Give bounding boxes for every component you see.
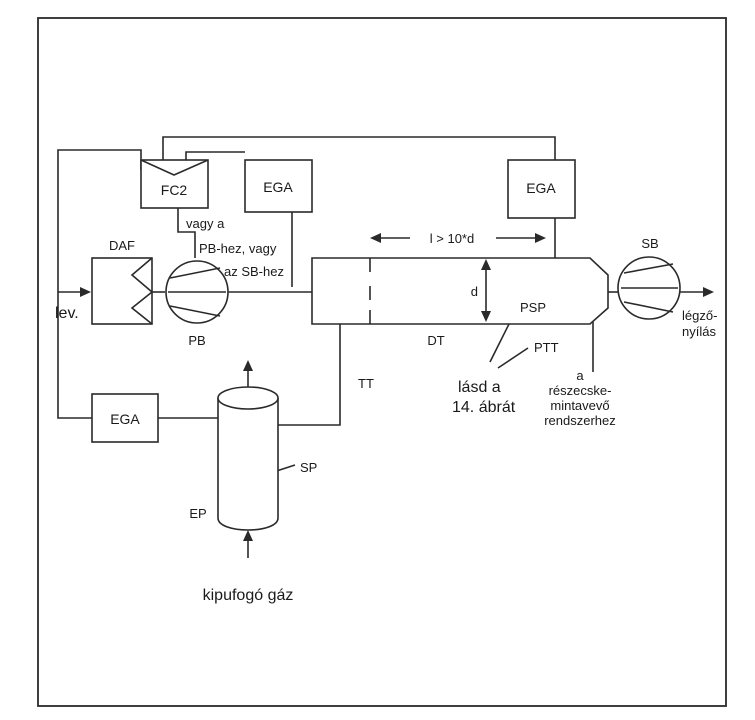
sb-label: SB — [641, 236, 658, 251]
reszecske-line3: mintavevő — [550, 398, 609, 413]
tt-label: TT — [358, 376, 374, 391]
lev-label: lev. — [55, 305, 79, 322]
lev-inlet-arrowhead — [80, 287, 91, 297]
dt-label: DT — [427, 333, 444, 348]
legzo-line1: légző- — [682, 308, 717, 323]
legzo-line2: nyílás — [682, 324, 716, 339]
kipufogo-label: kipufogó gáz — [203, 587, 294, 604]
fc2-to-pb-line — [177, 208, 196, 258]
reszecske-line2: részecske- — [549, 383, 612, 398]
pb-pump — [165, 260, 229, 324]
ep-outlet-arrowhead — [243, 360, 253, 371]
reszecske-line1: a — [576, 368, 584, 383]
fc2-to-ega-line — [185, 151, 245, 160]
dilution-tunnel — [311, 257, 609, 325]
sb-pump — [617, 256, 681, 320]
pb-label: PB — [188, 333, 205, 348]
ega-top-right-box — [507, 159, 576, 219]
sb-outlet-arrowhead — [703, 287, 714, 297]
length-arrow-right — [535, 233, 546, 243]
daf-filter — [91, 257, 154, 325]
ega-top-left-label: EGA — [263, 179, 293, 195]
length-note: l > 10*d — [430, 231, 474, 246]
lasd-line2: 14. ábrát — [452, 399, 516, 416]
d-label: d — [471, 284, 478, 299]
ptt-label: PTT — [534, 340, 559, 355]
reszecske-line4: rendszerhez — [544, 413, 616, 428]
d-arrow-top — [481, 259, 491, 270]
ega-bottom-box — [91, 393, 159, 443]
left-loop-line — [57, 149, 142, 419]
daf-label: DAF — [109, 238, 135, 253]
ep-exhaust-pipe — [217, 386, 279, 531]
d-arrow-bottom — [481, 311, 491, 322]
ega-bottom-label: EGA — [110, 411, 140, 427]
fc2-block — [140, 159, 209, 209]
ep-inlet-arrowhead — [243, 530, 253, 541]
vagy-a-line2: PB-hez, vagy — [199, 241, 277, 256]
length-arrow-left — [370, 233, 381, 243]
ega-top-right-label: EGA — [526, 180, 556, 196]
sp-label: SP — [300, 460, 317, 475]
top-connection-line — [162, 136, 556, 160]
ega-top-left-box — [244, 159, 313, 213]
lasd-line1: lásd a — [458, 379, 501, 396]
vagy-a-line3: az SB-hez — [224, 264, 284, 279]
vagy-a-line1: vagy a — [186, 216, 225, 231]
diagram-frame — [37, 17, 727, 707]
ep-label: EP — [189, 506, 206, 521]
ptt-lead-line — [497, 347, 529, 369]
fc2-label: FC2 — [161, 182, 188, 198]
psp-label: PSP — [520, 300, 546, 315]
